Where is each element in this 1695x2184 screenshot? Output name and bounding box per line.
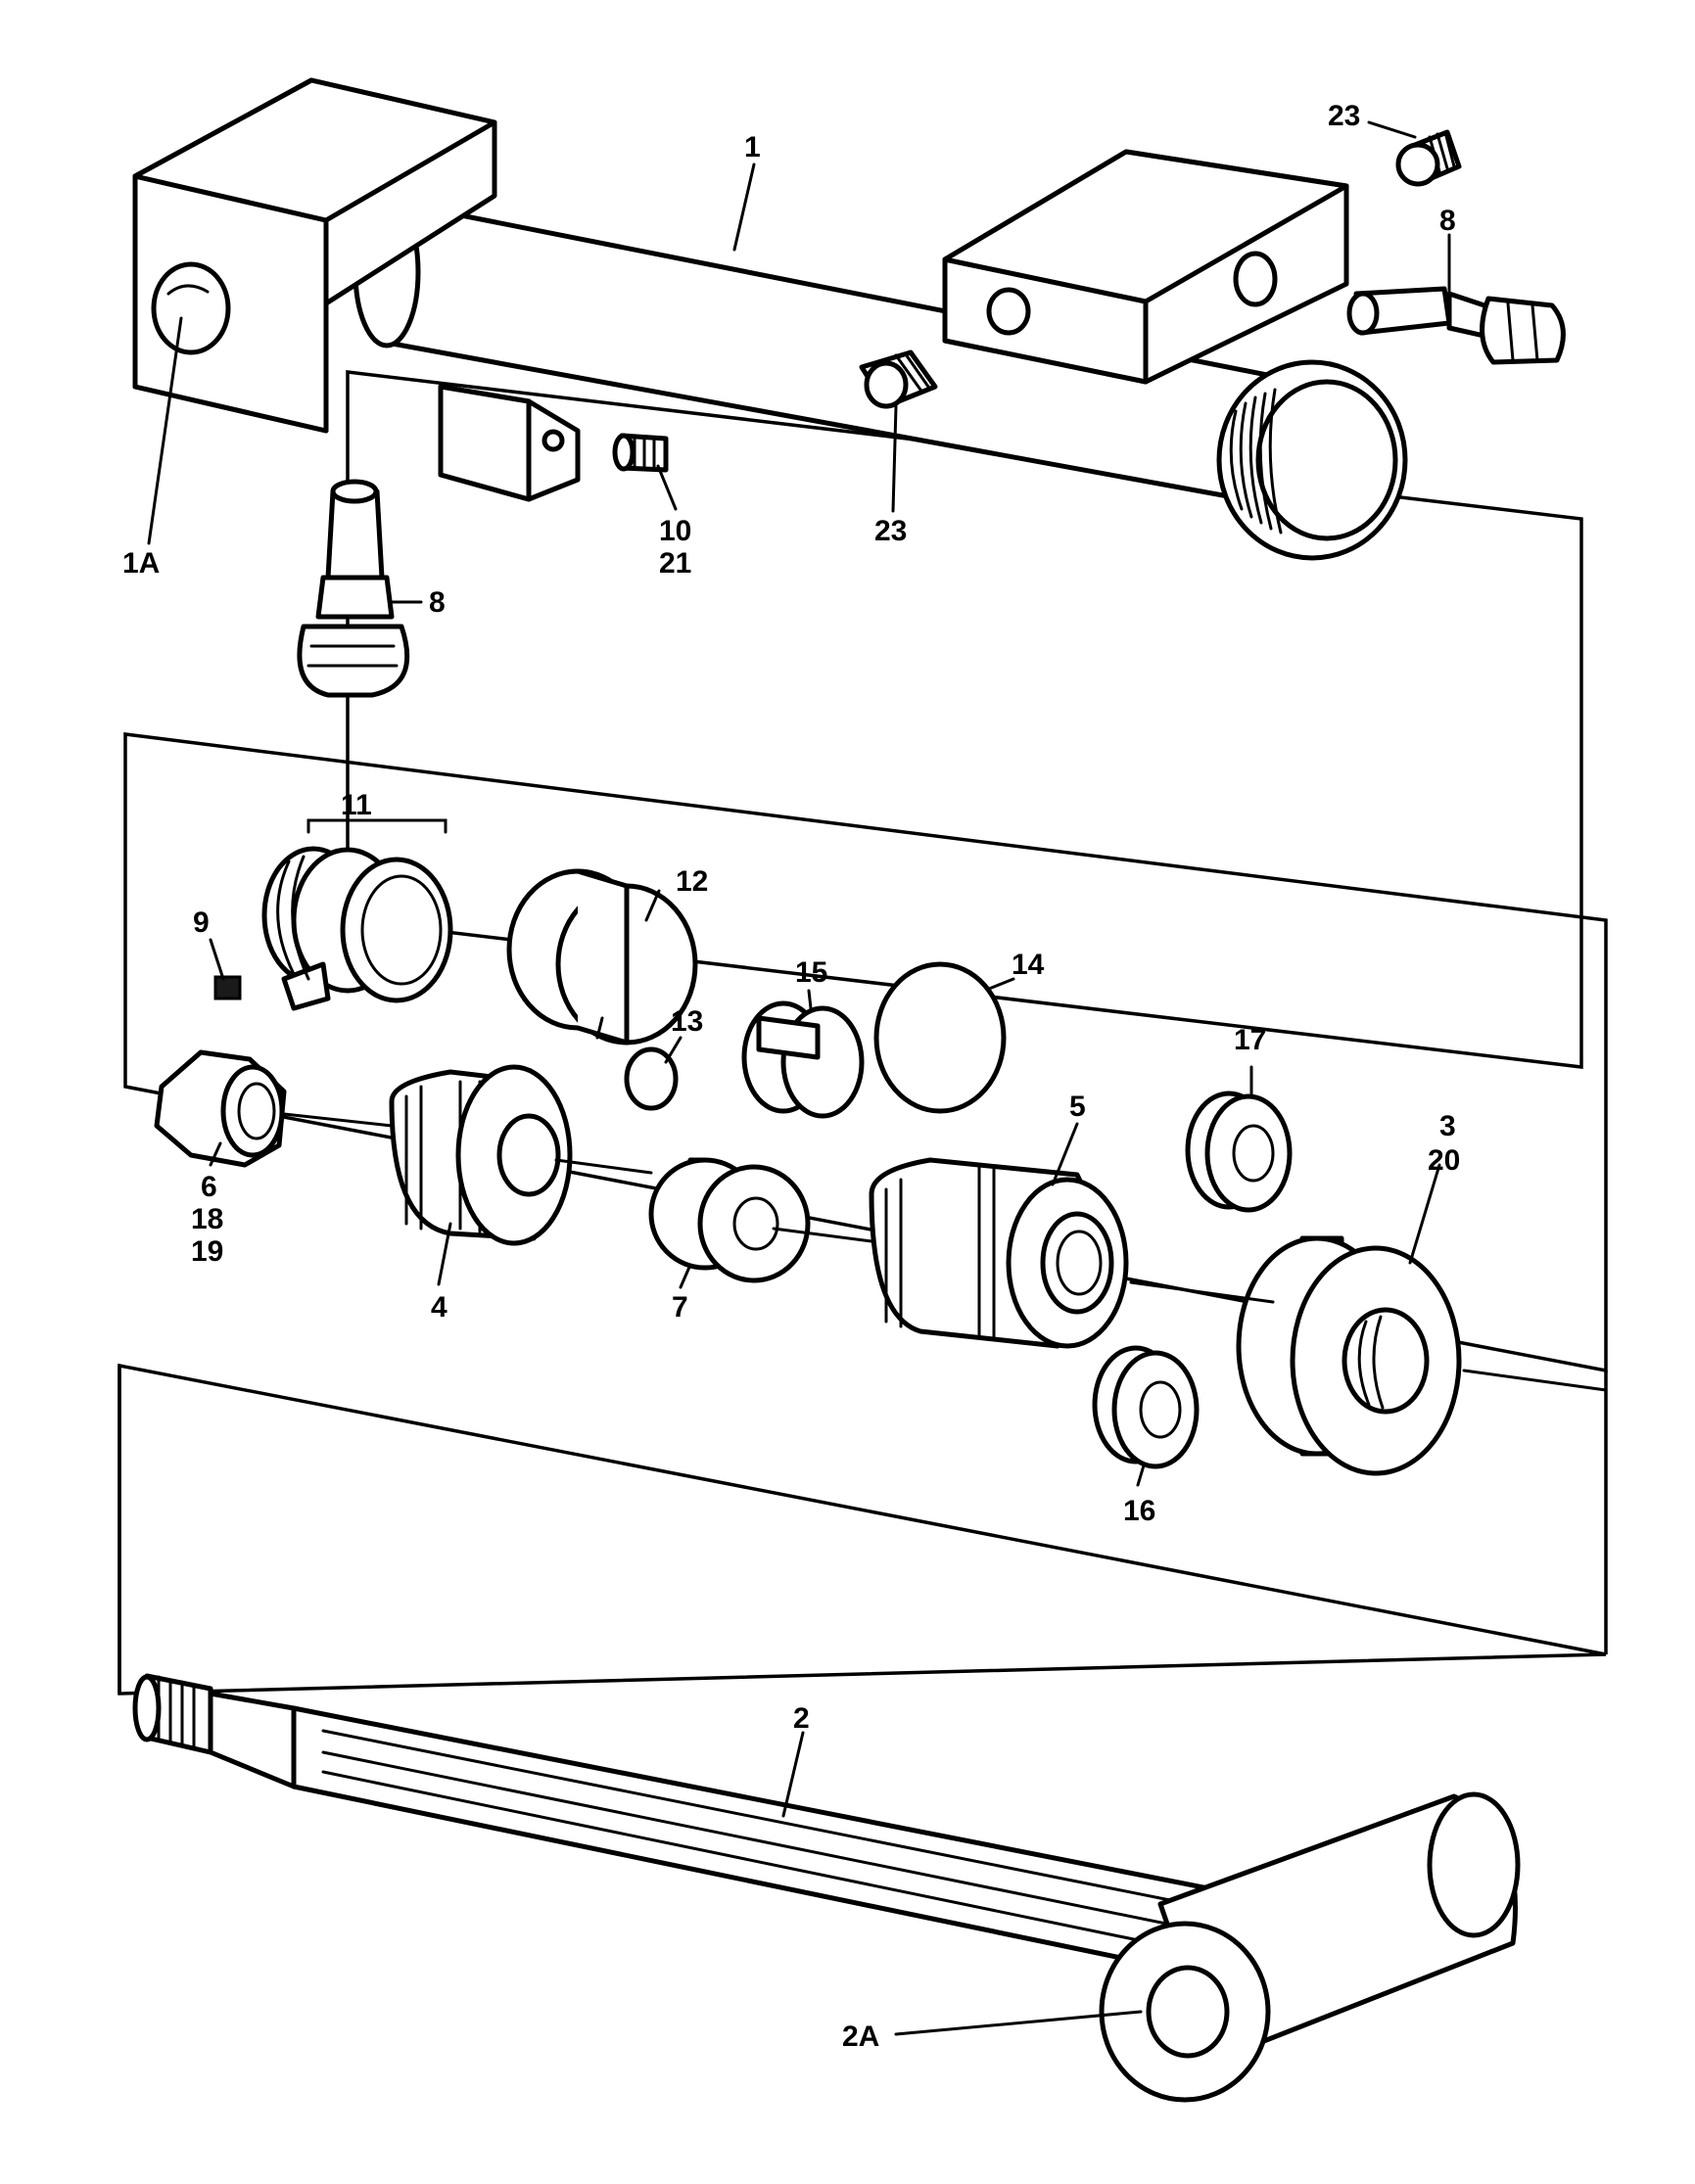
- plug-23-top: [1395, 129, 1462, 187]
- leader-23-top: [1367, 120, 1417, 139]
- lower-lug-block: [438, 384, 581, 502]
- callout-2a: 2A: [842, 2021, 879, 2053]
- port-1a: [151, 261, 231, 355]
- leader-15: [807, 989, 813, 1010]
- leader-10: [656, 464, 678, 511]
- spacer-7: [648, 1157, 811, 1283]
- grease-fitting-8-left: [297, 479, 410, 698]
- piston-axis-line-3: [772, 1227, 873, 1243]
- callout-20: 20: [1428, 1144, 1460, 1177]
- callout-3: 3: [1439, 1110, 1456, 1142]
- callout-4: 4: [431, 1291, 447, 1324]
- callout-6: 6: [201, 1171, 217, 1203]
- nut-6: [154, 1049, 287, 1168]
- leader-14: [987, 977, 1015, 991]
- leader-9: [209, 938, 225, 981]
- left-mounting-block: [132, 77, 497, 434]
- callout-12: 12: [676, 865, 708, 898]
- callout-17: 17: [1234, 1024, 1266, 1056]
- leader-13: [664, 1036, 683, 1064]
- grease-fitting-8-right: [1346, 286, 1566, 365]
- leader-12: [644, 889, 661, 922]
- leader-16: [1136, 1464, 1146, 1487]
- callout-8-left: 8: [429, 586, 446, 619]
- callout-11: 11: [341, 789, 372, 821]
- leader-11-bracket: [306, 818, 447, 834]
- callout-23-mid: 23: [874, 515, 907, 547]
- plug-23-mid: [859, 349, 938, 409]
- leader-3: [1408, 1163, 1441, 1265]
- callout-5: 5: [1069, 1091, 1086, 1123]
- bore-2a: [1146, 1965, 1230, 2059]
- seal-16: [1092, 1345, 1200, 1469]
- callout-21: 21: [659, 547, 691, 580]
- end-cap-3: [1236, 1235, 1462, 1476]
- o-ring-14: [873, 961, 1007, 1114]
- leader-4: [437, 1222, 452, 1286]
- piston-rod-2: [132, 1673, 1521, 2103]
- o-ring-13: [624, 1046, 679, 1111]
- callout-23-top: 23: [1328, 100, 1360, 132]
- piston-rings-11: [261, 846, 453, 1011]
- callout-16: 16: [1123, 1495, 1155, 1527]
- leader-2a: [894, 2010, 1143, 2036]
- callout-13: 13: [671, 1005, 703, 1038]
- leader-6: [209, 1141, 222, 1167]
- cylinder-barrel: [132, 77, 1408, 561]
- callout-15: 15: [795, 956, 827, 989]
- barrel-threaded-end: [1216, 359, 1408, 561]
- callout-19: 19: [191, 1235, 223, 1268]
- callout-18: 18: [191, 1203, 223, 1235]
- piston-axis-line-2: [554, 1158, 653, 1175]
- leader-1a: [147, 316, 183, 545]
- set-screw-10: [612, 433, 669, 473]
- callout-8-right: 8: [1439, 205, 1456, 237]
- leader-7: [679, 1263, 692, 1289]
- callout-10: 10: [659, 515, 691, 547]
- gland-5: [869, 1157, 1129, 1349]
- callout-7: 7: [672, 1291, 688, 1324]
- leader-5: [1051, 1122, 1079, 1186]
- callout-2: 2: [793, 1702, 810, 1735]
- seal-17: [1185, 1091, 1293, 1213]
- piston-axis-line-5: [1462, 1369, 1608, 1392]
- callout-1: 1: [744, 131, 761, 163]
- callout-1a: 1A: [122, 547, 160, 580]
- piston-axis-line-4: [1129, 1280, 1275, 1304]
- callout-9: 9: [193, 906, 210, 939]
- piston-axis-line: [282, 1112, 394, 1128]
- callout-14: 14: [1012, 949, 1045, 981]
- bushing-15: [741, 1000, 865, 1119]
- leader-1: [732, 163, 756, 252]
- leader-2: [781, 1731, 805, 1818]
- leader-23-mid: [891, 404, 898, 513]
- wear-band-12: [506, 868, 698, 1046]
- grub-screw-9: [213, 975, 242, 1000]
- piston-4: [389, 1064, 573, 1246]
- right-mounting-block: [942, 149, 1349, 385]
